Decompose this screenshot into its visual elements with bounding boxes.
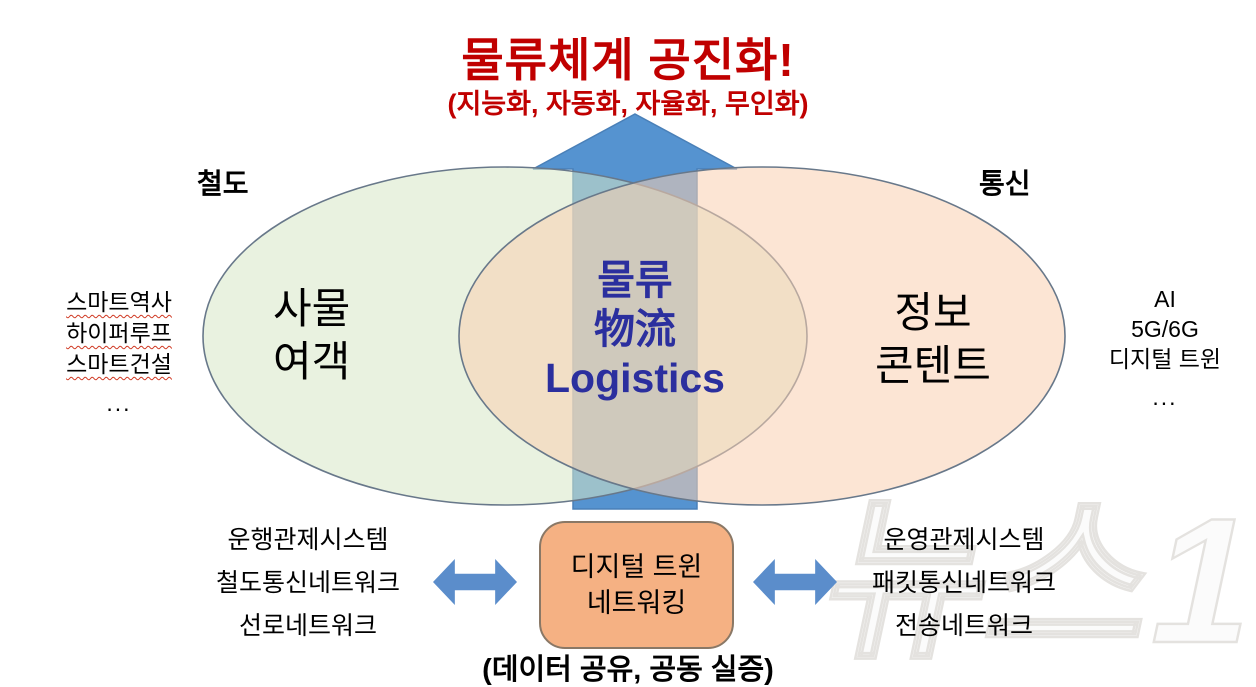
note-ellipsis-left: ... [106,390,132,416]
telecom-line-2: 콘텐트 [875,342,991,389]
list-item: 선로네트워크 [238,612,377,640]
note-smart-construction: 스마트건설 [66,351,172,377]
list-item: 운행관제시스템 [227,526,389,554]
note-digital-twin: 디지털 트윈 [1108,346,1222,372]
railway-systems-list: 운행관제시스템 철도통신네트워크 선로네트워크 [180,519,436,648]
railway-ellipse-text: 사물 여객 [273,282,350,388]
list-item: 전송네트워크 [894,612,1033,640]
list-item: 운영관제시스템 [883,526,1045,554]
center-line-kr: 물류 [597,257,673,303]
right-ellipse-telecom [458,166,1066,506]
telecom-line-1: 정보 [894,289,972,336]
railway-label: 철도 [197,168,249,199]
telecom-systems-list: 운영관제시스템 패킷통신네트워크 전송네트워크 [836,519,1092,648]
bottom-caption: (데이터 공유, 공동 실증) [482,654,774,686]
list-item: 철도통신네트워크 [215,569,400,597]
logistics-center-text: 물류 物流 Logistics [533,256,737,403]
note-smart-station: 스마트역사 [66,289,172,315]
main-title: 물류체계 공진화! [461,34,795,86]
center-line-en: Logistics [545,355,725,401]
note-ellipsis-right: ... [1152,384,1178,410]
railway-side-notes: 스마트역사 하이퍼루프 스마트건설 ... [23,287,215,419]
digital-twin-networking-box: 디지털 트윈 네트워킹 [539,521,734,649]
telecom-ellipse-text: 정보 콘텐트 [852,286,1014,392]
note-hyperloop: 하이퍼루프 [66,320,172,346]
subtitle: (지능화, 자동화, 자율화, 무인화) [447,89,809,119]
telecom-side-notes: AI 5G/6G 디지털 트윈 ... [1072,284,1256,412]
box-line-1: 디지털 트윈 [570,552,703,582]
list-item: 패킷통신네트워크 [871,569,1056,597]
railway-line-2: 여객 [273,338,351,385]
center-line-cjk: 物流 [594,306,676,352]
telecom-label: 통신 [979,168,1031,199]
note-ai: AI [1154,286,1176,312]
box-line-2: 네트워킹 [586,588,687,618]
note-5g6g: 5G/6G [1131,316,1199,342]
railway-line-1: 사물 [273,285,351,332]
